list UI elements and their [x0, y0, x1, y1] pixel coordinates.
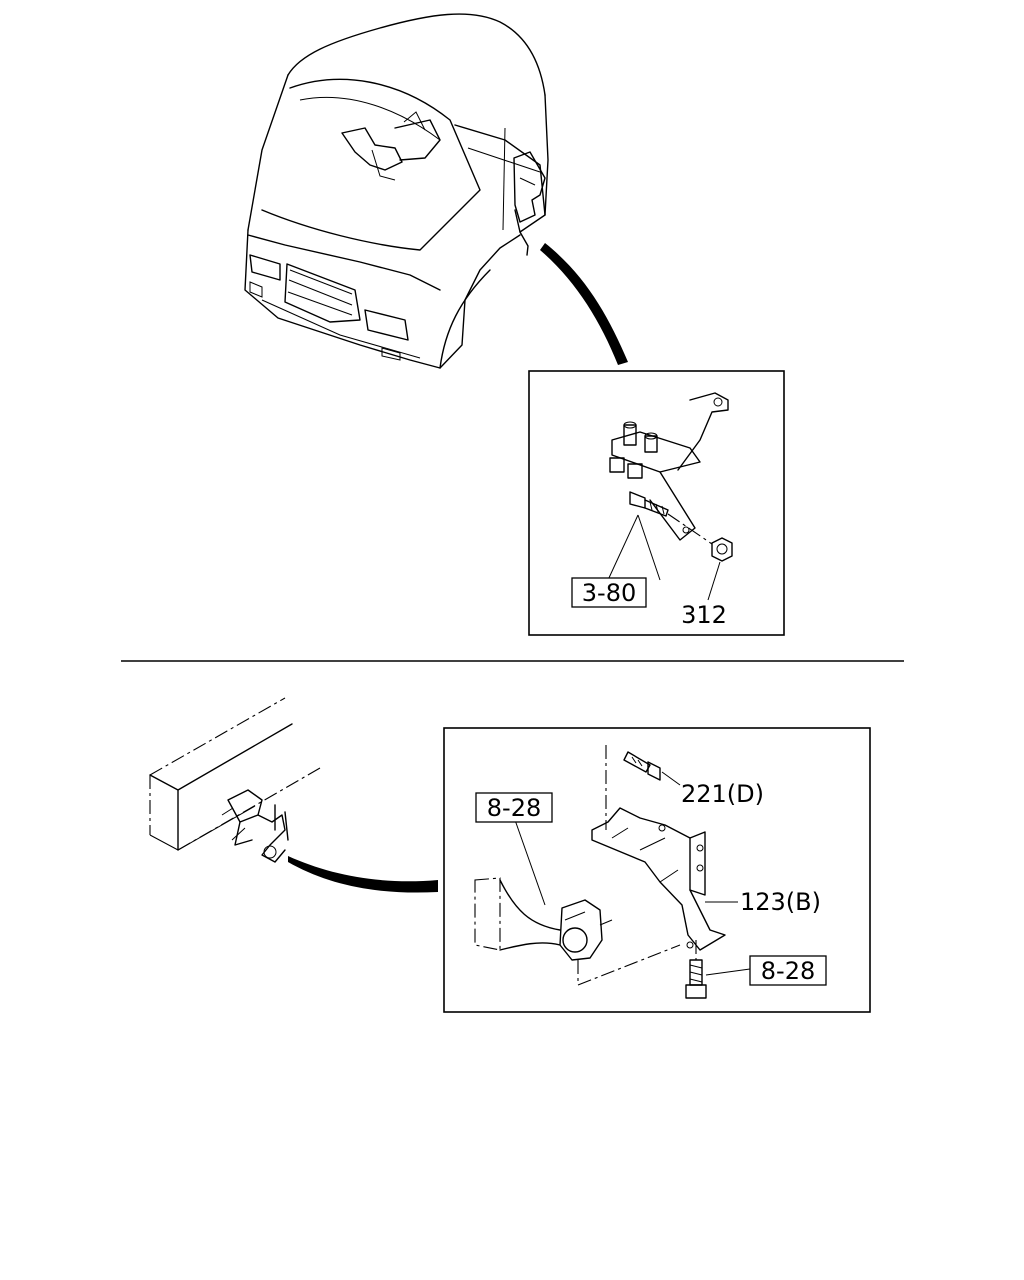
- callout-3-80: 3-80: [582, 579, 636, 607]
- lower-leader-curve: [288, 856, 438, 893]
- truck-cab-illustration: [244, 13, 549, 369]
- upper-detail-panel: 3-80 312: [528, 370, 785, 636]
- callout-8-28-bolt: 8-28: [761, 957, 815, 985]
- callout-221-d: 221(D): [681, 780, 764, 808]
- lower-detail-panel: 221(D) 8-28 123(B) 8-28: [443, 727, 871, 1013]
- callout-8-28-frame: 8-28: [487, 794, 541, 822]
- upper-leader-curve: [540, 243, 628, 365]
- frame-rail-illustration: [149, 697, 321, 863]
- callout-312: 312: [681, 601, 727, 629]
- callout-123-b: 123(B): [740, 888, 821, 916]
